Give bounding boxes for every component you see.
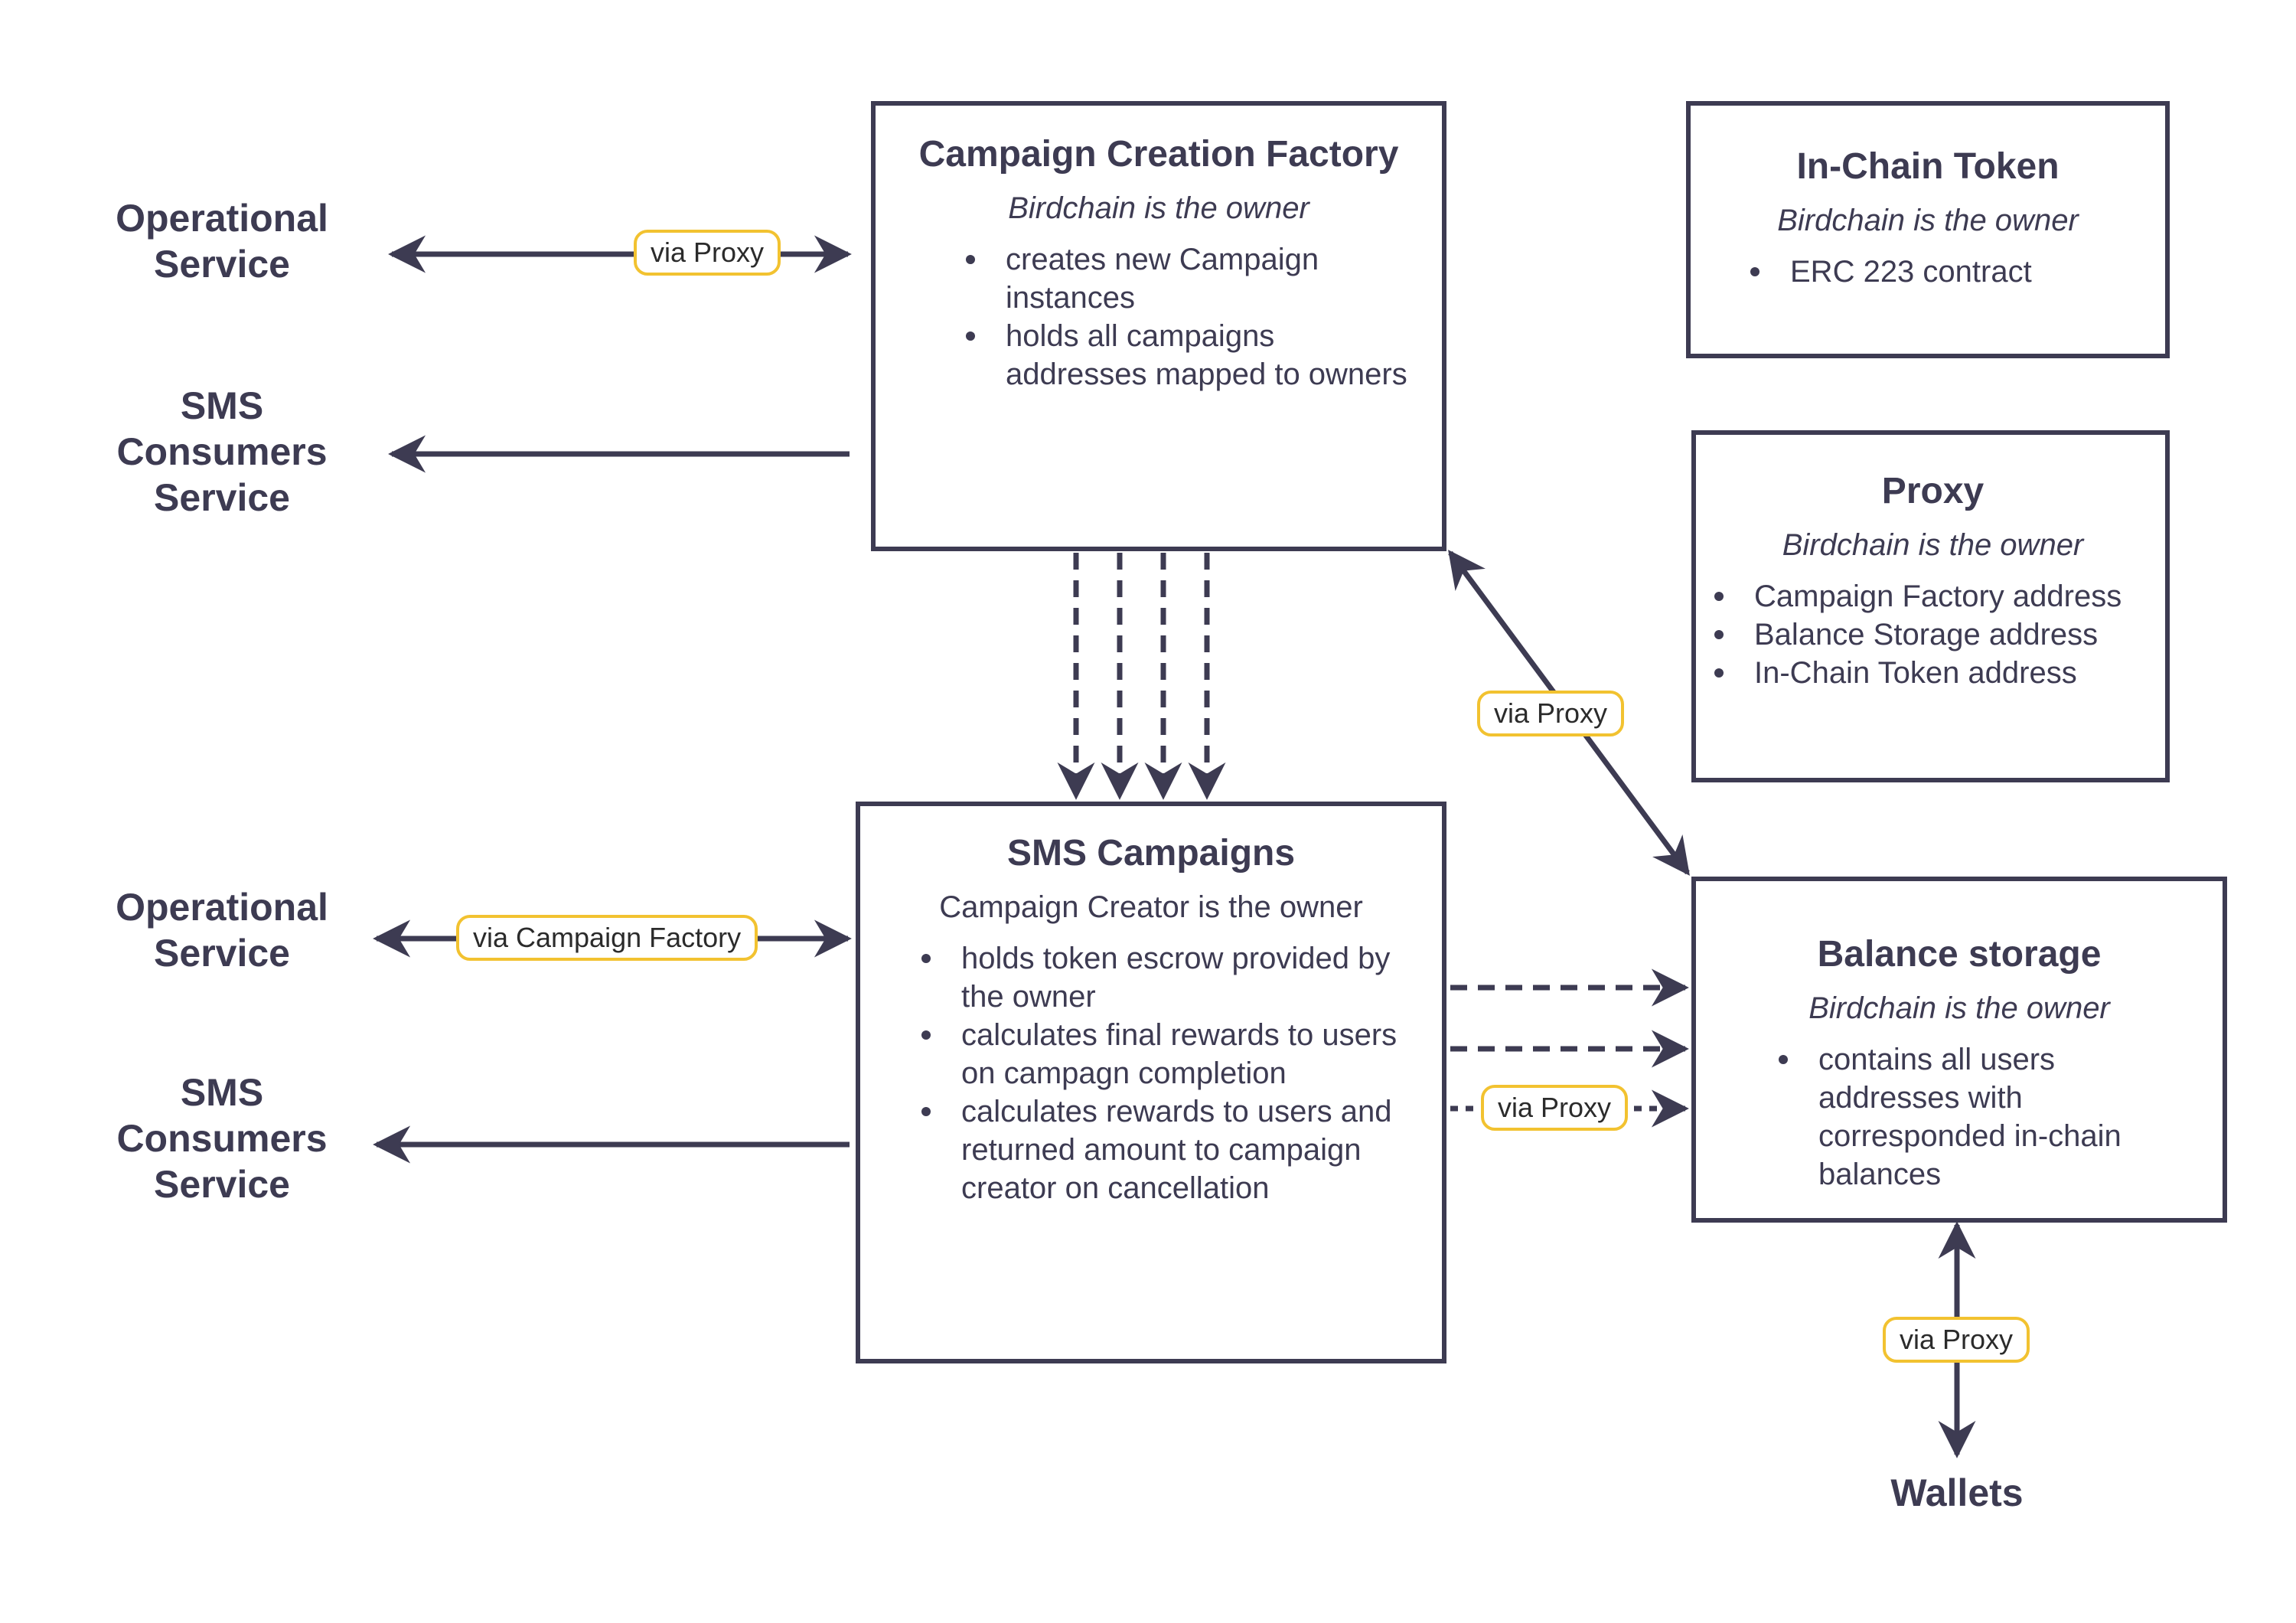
balance-storage-bullets: contains all users addresses with corres… — [1773, 1040, 2200, 1194]
edge-label-operational-factory: via Proxy — [634, 230, 781, 276]
campaign-factory-owner: Birdchain is the owner — [1008, 191, 1309, 225]
edge-label-factory-balance: via Proxy — [1477, 691, 1625, 736]
list-item: Campaign Factory address — [1708, 577, 2157, 616]
campaign-factory-bullets: creates new Campaign instances holds all… — [960, 240, 1411, 394]
list-item: holds all campaigns addresses mapped to … — [960, 317, 1411, 394]
sms-campaigns-box: SMS Campaigns Campaign Creator is the ow… — [856, 802, 1446, 1363]
list-item: creates new Campaign instances — [960, 240, 1411, 317]
list-item: contains all users addresses with corres… — [1773, 1040, 2200, 1194]
sms-consumers-service-bottom: SMS Consumers Service — [116, 1071, 328, 1206]
list-item: holds token escrow provided by the owner — [915, 939, 1419, 1016]
campaign-factory-title: Campaign Creation Factory — [918, 134, 1399, 175]
proxy-owner: Birdchain is the owner — [1782, 528, 2084, 562]
edge-label-operational-campaigns: via Campaign Factory — [456, 915, 758, 961]
balance-storage-box: Balance storage Birdchain is the owner c… — [1691, 877, 2227, 1223]
sms-consumers-service-top: SMS Consumers Service — [116, 384, 328, 519]
sms-campaigns-owner: Campaign Creator is the owner — [939, 890, 1363, 924]
edge-label-campaigns-balance: via Proxy — [1481, 1085, 1629, 1131]
list-item: calculates final rewards to users on cam… — [915, 1016, 1419, 1092]
in-chain-token-owner: Birdchain is the owner — [1777, 204, 2079, 237]
sms-campaigns-bullets: holds token escrow provided by the owner… — [915, 939, 1419, 1207]
in-chain-token-box: In-Chain Token Birdchain is the owner ER… — [1686, 101, 2170, 358]
balance-storage-owner: Birdchain is the owner — [1808, 991, 2110, 1025]
list-item: ERC 223 contract — [1744, 253, 2142, 291]
wallets-label: Wallets — [1890, 1471, 2024, 1514]
proxy-title: Proxy — [1881, 471, 1985, 511]
operational-service-top: Operational Service — [116, 197, 328, 286]
list-item: calculates rewards to users and returned… — [915, 1092, 1419, 1207]
list-item: In-Chain Token address — [1708, 654, 2157, 692]
proxy-box: Proxy Birdchain is the owner Campaign Fa… — [1691, 430, 2170, 782]
list-item: Balance Storage address — [1708, 616, 2157, 654]
in-chain-token-bullets: ERC 223 contract — [1744, 253, 2142, 291]
balance-storage-title: Balance storage — [1817, 934, 2102, 975]
campaign-factory-box: Campaign Creation Factory Birdchain is t… — [871, 101, 1446, 551]
in-chain-token-title: In-Chain Token — [1796, 146, 2060, 187]
edge-label-balance-wallets: via Proxy — [1883, 1317, 2030, 1363]
operational-service-bottom: Operational Service — [116, 886, 328, 975]
proxy-bullets: Campaign Factory address Balance Storage… — [1708, 577, 2157, 692]
sms-campaigns-title: SMS Campaigns — [1006, 833, 1296, 874]
